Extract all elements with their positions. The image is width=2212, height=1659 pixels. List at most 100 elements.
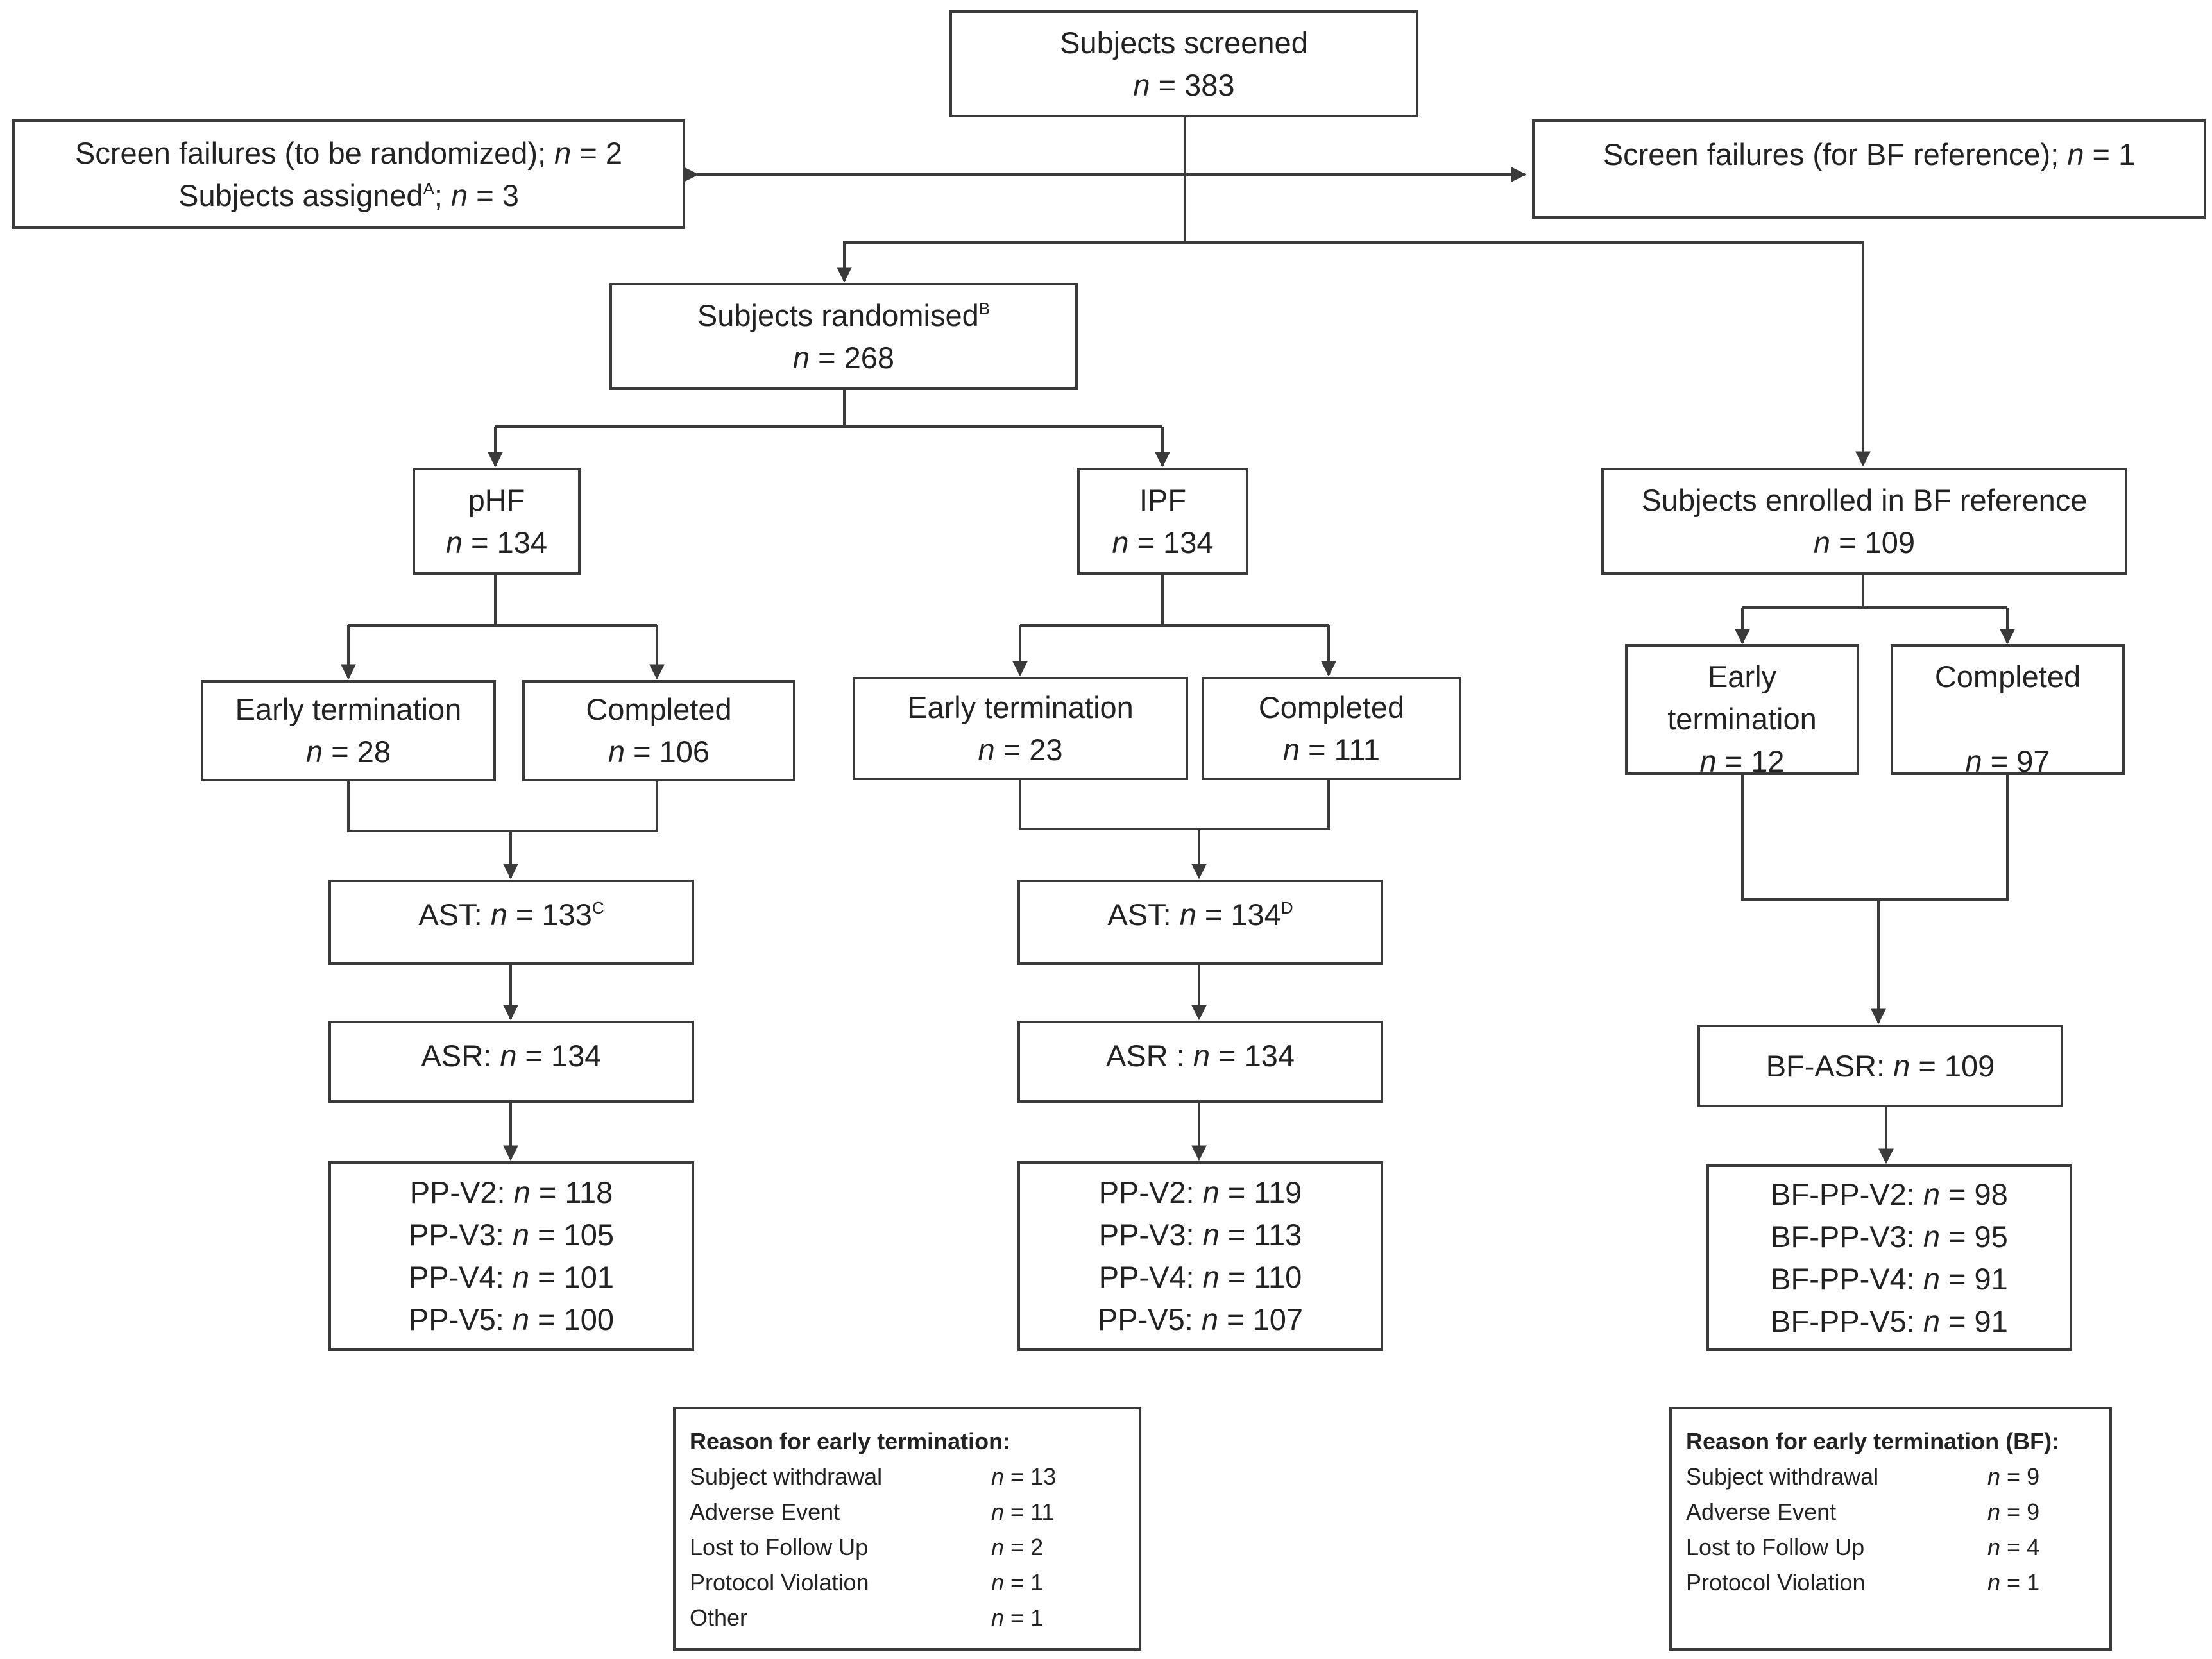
n-symbol: n: [991, 1534, 1005, 1560]
count-value: 100: [563, 1302, 615, 1336]
count-value: 119: [1254, 1175, 1302, 1209]
equals-sign: =: [1150, 67, 1185, 102]
equals-sign: =: [1716, 744, 1751, 778]
n-symbol: n: [554, 135, 572, 170]
n-symbol: n: [1923, 1261, 1940, 1296]
pp-label: PP-V5:: [408, 1302, 504, 1336]
count-value: 13: [1030, 1463, 1057, 1490]
pp-row: PP-V4: n = 101: [409, 1256, 614, 1298]
node-label: Screen failures (for BF reference);: [1603, 137, 2059, 171]
count-value: 1: [2027, 1569, 2040, 1595]
node-label: Early termination: [907, 690, 1134, 724]
n-symbol: n: [991, 1569, 1005, 1595]
n-symbol: n: [1133, 67, 1150, 102]
equals-sign: =: [1004, 1569, 1031, 1595]
count-value: 111: [1334, 732, 1381, 767]
footnote-marker: D: [1280, 898, 1293, 917]
node-label: Completed: [1258, 690, 1405, 724]
count-value: 3: [502, 178, 519, 212]
n-symbol: n: [1987, 1569, 2001, 1595]
reason-label: Adverse Event: [690, 1499, 840, 1525]
count-value: 113: [1254, 1218, 1302, 1252]
pp-label: PP-V2:: [1098, 1175, 1195, 1209]
node-bf-enrolled: Subjects enrolled in BF reference n = 10…: [1601, 468, 2127, 575]
count-value: 268: [844, 340, 895, 375]
node-label: IPF: [1139, 482, 1187, 517]
pp-row: PP-V2: n = 118: [410, 1171, 613, 1214]
equals-sign: =: [1004, 1499, 1031, 1525]
equals-sign: =: [994, 732, 1030, 767]
count-value: 1: [1030, 1569, 1044, 1595]
n-symbol: n: [445, 525, 463, 559]
footnote-marker: A: [423, 178, 434, 198]
equals-sign: =: [1219, 1218, 1254, 1252]
pp-label: PP-V3:: [1098, 1218, 1195, 1252]
pp-label: BF-PP-V4:: [1771, 1261, 1915, 1296]
n-symbol: n: [1193, 1039, 1210, 1073]
n-symbol: n: [1987, 1463, 2001, 1490]
node-bf-completed: Completed n = 97: [1891, 644, 2125, 778]
node-phf-ast: AST: n = 133C: [328, 880, 694, 965]
node-label: Subjects enrolled in BF reference: [1641, 482, 2088, 517]
node-screen-failures-bf: Screen failures (for BF reference); n = …: [1532, 119, 2206, 219]
pp-row: BF-PP-V3: n = 95: [1771, 1216, 2008, 1258]
n-symbol: n: [1987, 1499, 2001, 1525]
count-value: 134: [497, 525, 548, 559]
n-symbol: n: [1813, 525, 1831, 559]
equals-sign: =: [2000, 1534, 2027, 1560]
pp-label: BF-PP-V2:: [1771, 1177, 1915, 1211]
count-value: 91: [1974, 1261, 2008, 1296]
node-label: Screen failures (to be randomized);: [75, 135, 547, 170]
equals-sign: =: [1004, 1463, 1031, 1490]
pp-row: BF-PP-V4: n = 91: [1771, 1258, 2008, 1300]
reasons-early-termination-main: Reason for early termination: Subject wi…: [673, 1407, 1141, 1651]
n-symbol: n: [1923, 1219, 1940, 1254]
n-symbol: n: [1202, 1175, 1220, 1209]
node-label: Subjects screened: [1060, 25, 1308, 60]
node-phf-asr: ASR: n = 134: [328, 1021, 694, 1103]
pp-row: PP-V5: n = 107: [1098, 1298, 1303, 1341]
node-label: ASR:: [421, 1039, 492, 1073]
count-value: 109: [1864, 525, 1916, 559]
connector-bf-merge: [1741, 775, 2009, 901]
n-symbol: n: [512, 1218, 530, 1252]
n-symbol: n: [1202, 1260, 1220, 1294]
count-value: 2: [1030, 1534, 1044, 1560]
count-value: 101: [563, 1260, 615, 1294]
pp-row: PP-V3: n = 113: [1099, 1214, 1302, 1256]
equals-sign: =: [1004, 1604, 1031, 1631]
reason-label: Protocol Violation: [1686, 1569, 1866, 1595]
equals-sign: =: [1939, 1219, 1975, 1254]
equals-sign: =: [516, 1039, 552, 1073]
equals-sign: =: [1219, 1175, 1254, 1209]
node-phf: pHF n = 134: [413, 468, 581, 575]
n-symbol: n: [1987, 1534, 2001, 1560]
equals-sign: =: [1219, 1260, 1254, 1294]
node-label: Completed: [1934, 659, 2081, 693]
n-symbol: n: [1965, 744, 1982, 778]
node-label: Completed: [586, 692, 732, 726]
count-value: 134: [551, 1039, 602, 1073]
n-symbol: n: [490, 898, 507, 932]
pp-row: PP-V5: n = 100: [409, 1298, 614, 1341]
n-symbol: n: [1282, 732, 1300, 767]
count-value: 105: [563, 1218, 615, 1252]
equals-sign: =: [1004, 1534, 1031, 1560]
pp-row: BF-PP-V2: n = 98: [1771, 1173, 2008, 1216]
equals-sign: =: [1196, 898, 1231, 932]
count-value: 98: [1974, 1177, 2008, 1211]
count-value: 9: [2027, 1499, 2040, 1525]
equals-sign: =: [323, 735, 357, 769]
reason-label: Subject withdrawal: [690, 1463, 883, 1490]
n-symbol: n: [1179, 898, 1196, 932]
n-symbol: n: [1201, 1302, 1219, 1336]
equals-sign: =: [1830, 525, 1865, 559]
n-symbol: n: [451, 178, 468, 212]
